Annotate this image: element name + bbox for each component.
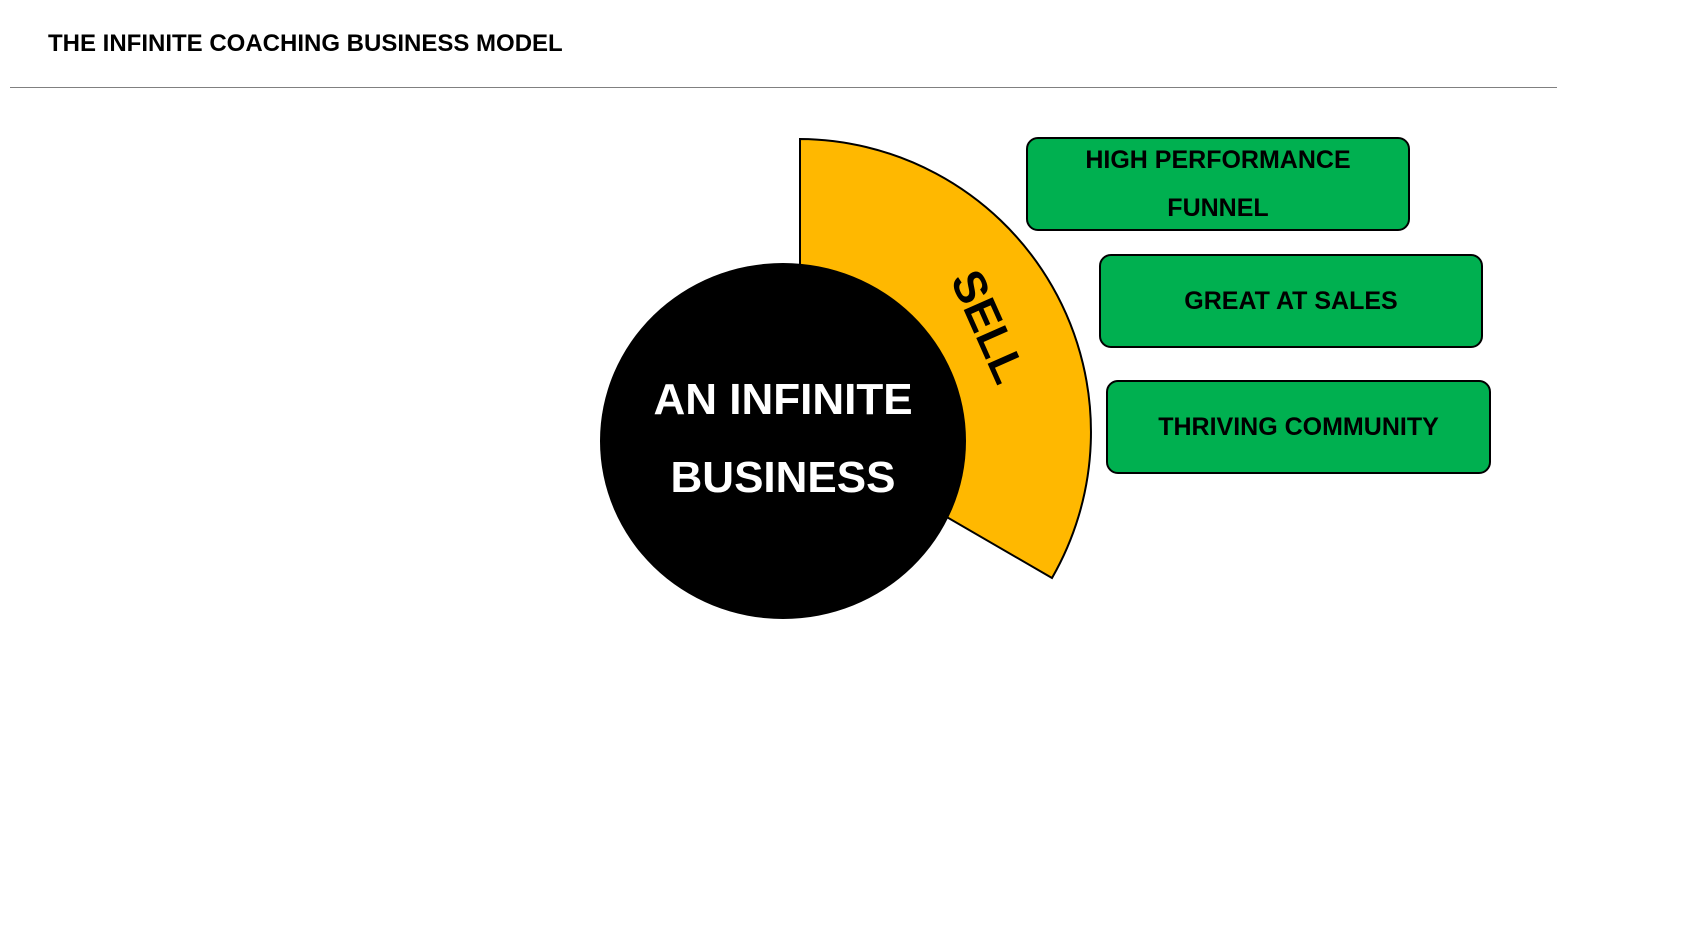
center-label-line2: BUSINESS [671, 453, 896, 502]
box-label: HIGH PERFORMANCE FUNNEL [1085, 146, 1351, 222]
center-label-line1: AN INFINITE [653, 375, 912, 424]
title-divider [10, 87, 1557, 88]
box-label: THRIVING COMMUNITY [1158, 413, 1439, 441]
box-high-performance-funnel: HIGH PERFORMANCE FUNNEL [1026, 137, 1410, 231]
box-great-at-sales: GREAT AT SALES [1099, 254, 1483, 348]
box-label: GREAT AT SALES [1184, 287, 1398, 315]
box-thriving-community: THRIVING COMMUNITY [1106, 380, 1491, 474]
page-title: THE INFINITE COACHING BUSINESS MODEL [48, 30, 563, 57]
center-circle [600, 263, 966, 619]
